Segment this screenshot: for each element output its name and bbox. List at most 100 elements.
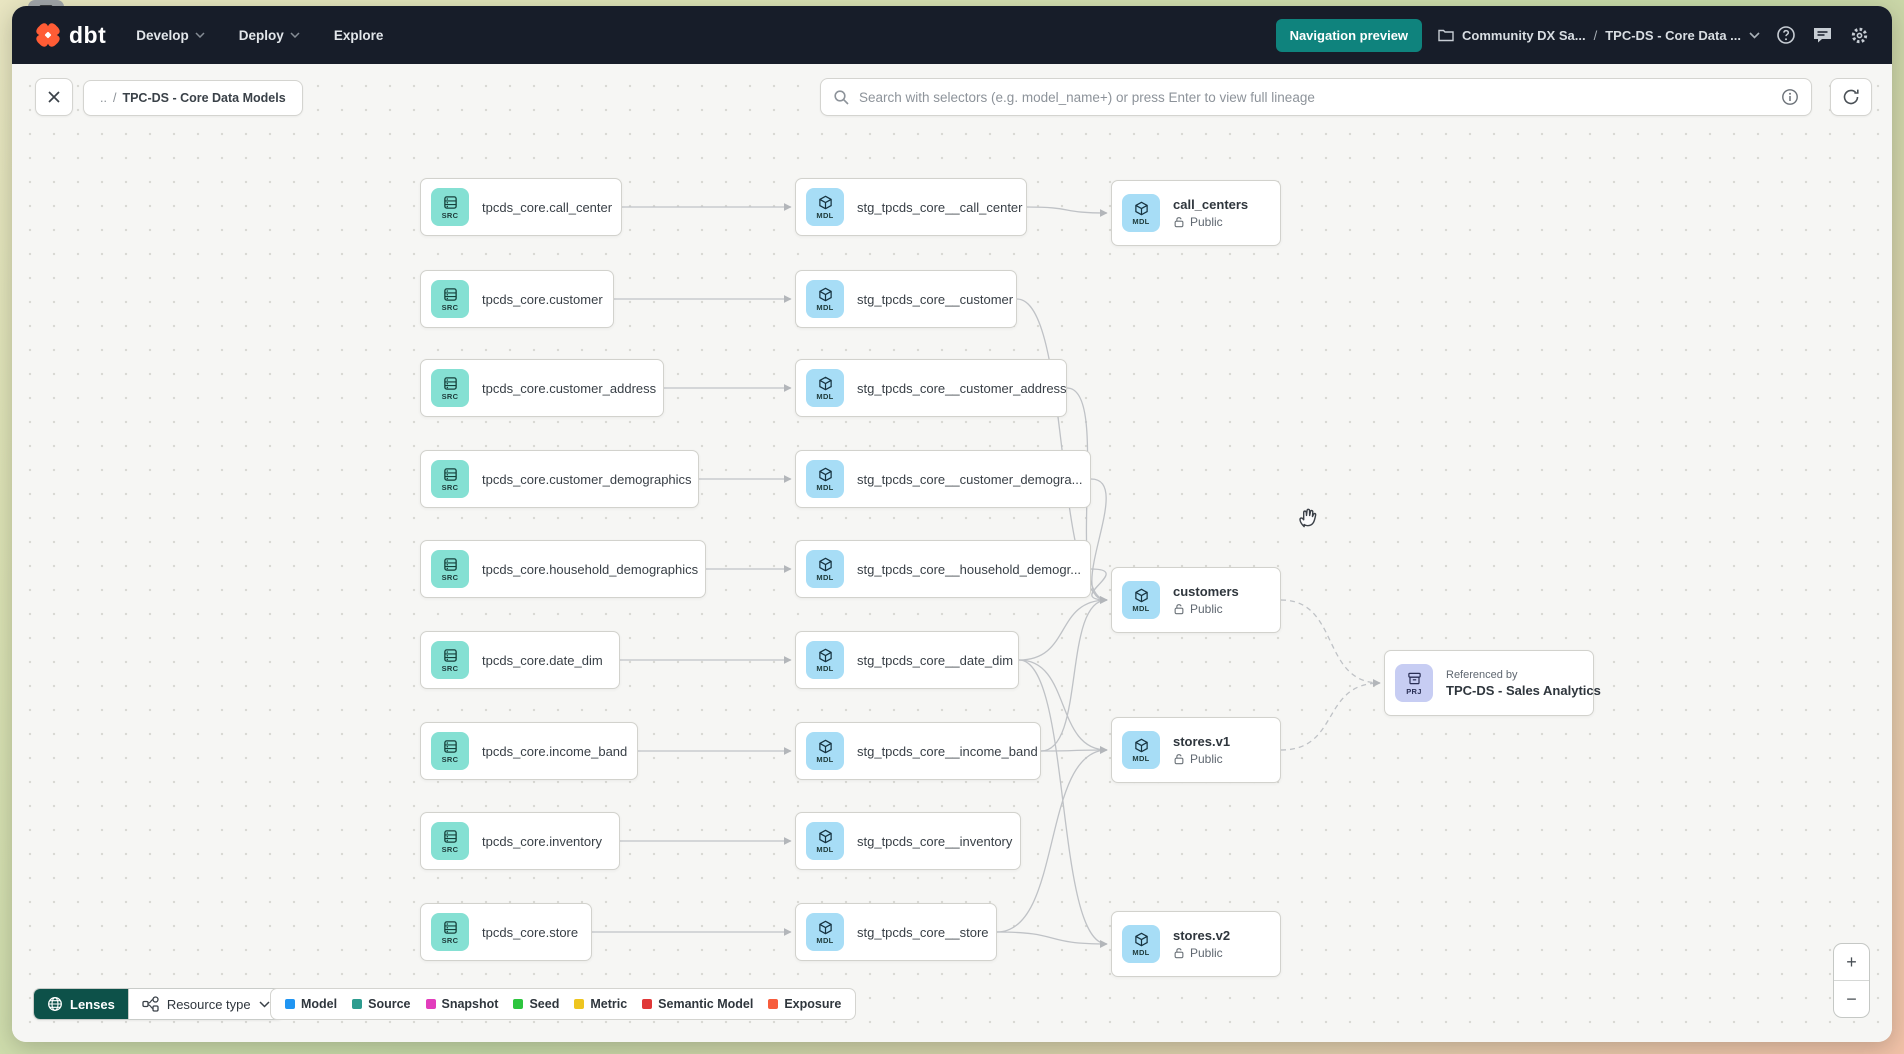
help-icon[interactable] [1776,25,1796,45]
lineage-node-stg-tpcds-core-customer-demogra...[interactable]: MDL stg_tpcds_core__customer_demogra... [795,450,1091,508]
database-icon [443,376,457,390]
node-label: tpcds_core.customer_demographics [482,471,692,487]
node-type-badge: MDL [1122,731,1160,769]
node-label: tpcds_core.store [482,924,579,940]
node-access-label: Public [1190,602,1223,616]
database-icon [443,195,457,209]
node-label: tpcds_core.date_dim [482,652,603,668]
node-text: stg_tpcds_core__date_dim [857,653,1013,668]
chevron-down-icon [1749,31,1760,39]
breadcrumb-project[interactable]: Community DX Sa... [1462,27,1586,43]
lineage-node-stg-tpcds-core-customer[interactable]: MDL stg_tpcds_core__customer [795,270,1017,328]
node-label: stores.v1 [1173,734,1231,749]
lineage-node-stg-tpcds-core-date-dim[interactable]: MDL stg_tpcds_core__date_dim [795,631,1019,689]
main-nav: Develop Deploy Explore [136,28,383,43]
node-badge-label: MDL [816,391,834,401]
chip-prefix[interactable]: .. [100,91,107,105]
node-type-badge: MDL [806,822,844,860]
app-window: dbt Develop Deploy Explore Navigation prev… [12,6,1892,1042]
node-label: stg_tpcds_core__customer_address [857,380,1067,396]
database-icon [443,739,457,753]
node-type-badge: SRC [431,460,469,498]
node-text: stg_tpcds_core__call_center [857,200,1023,215]
node-text: tpcds_core.customer [482,292,603,307]
node-text: stg_tpcds_core__customer [857,292,1013,307]
settings-gear-icon[interactable] [1849,25,1870,46]
node-text: tpcds_core.income_band [482,744,627,759]
lineage-node-stg-tpcds-core-customer-address[interactable]: MDL stg_tpcds_core__customer_address [795,359,1067,417]
nav-item-deploy[interactable]: Deploy [239,28,300,43]
lineage-node-tpcds-core.income-band[interactable]: SRC tpcds_core.income_band [420,722,638,780]
refresh-lineage-button[interactable] [1830,78,1872,116]
node-text: tpcds_core.call_center [482,200,612,215]
nav-item-explore[interactable]: Explore [334,28,384,43]
node-label: stg_tpcds_core__customer [857,291,1014,307]
lineage-node-tpcds-core.customer[interactable]: SRC tpcds_core.customer [420,270,614,328]
node-label: tpcds_core.call_center [482,199,613,215]
node-text: stg_tpcds_core__income_band [857,744,1038,759]
node-label: stg_tpcds_core__date_dim [857,652,1014,668]
lenses-button[interactable]: Lenses [34,989,128,1019]
navigation-preview-button[interactable]: Navigation preview [1275,18,1423,52]
legend-label: Model [301,997,338,1011]
node-type-badge: MDL [806,913,844,951]
zoom-out-button[interactable]: − [1846,988,1857,1009]
node-text: stg_tpcds_core__customer_demogra... [857,472,1082,487]
breadcrumb[interactable]: Community DX Sa... / TPC-DS - Core Data … [1438,28,1760,43]
node-type-badge: SRC [431,280,469,318]
node-badge-label: MDL [816,482,834,492]
feedback-icon[interactable] [1812,25,1833,45]
node-type-badge: MDL [806,550,844,588]
cube-icon [818,648,832,662]
dbt-logo[interactable]: dbt [34,21,106,49]
node-label: stg_tpcds_core__income_band [857,743,1038,759]
topbar-right: Navigation preview Community DX Sa... / … [1275,18,1870,52]
node-label: tpcds_core.household_demographics [482,561,699,577]
lineage-breadcrumb-chip[interactable]: .. / TPC-DS - Core Data Models [83,80,303,116]
close-lineage-button[interactable] [35,78,73,116]
node-type-badge: MDL [806,641,844,679]
node-type-badge: SRC [431,732,469,770]
node-type-badge: MDL [1122,925,1160,963]
node-badge-label: SRC [441,210,459,220]
zoom-in-button[interactable]: + [1834,944,1869,981]
info-icon[interactable] [1781,88,1799,106]
breadcrumb-environment[interactable]: TPC-DS - Core Data ... [1605,27,1741,43]
node-type-badge: MDL [806,280,844,318]
resource-type-icon [142,996,159,1012]
cube-icon [818,287,832,301]
lineage-node-tpcds-core.store[interactable]: SRC tpcds_core.store [420,903,592,961]
node-text: tpcds_core.customer_address [482,381,656,396]
lineage-node-tpcds-core.customer-demographics[interactable]: SRC tpcds_core.customer_demographics [420,450,699,508]
cube-icon [818,557,832,571]
dbt-logo-icon [36,23,60,47]
folder-icon [1438,29,1454,42]
nav-item-develop[interactable]: Develop [136,28,205,43]
lineage-node-tpcds-core.call-center[interactable]: SRC tpcds_core.call_center [420,178,622,236]
node-badge-label: SRC [441,935,459,945]
chevron-down-icon [195,32,205,38]
node-label: stores.v2 [1173,928,1231,943]
node-referenced-by-label: Referenced by [1446,668,1518,681]
resource-type-dropdown[interactable]: Resource type [127,989,283,1019]
node-badge-label: MDL [1132,753,1150,763]
search-input[interactable] [859,89,1772,105]
node-access-label: Public [1190,752,1223,766]
node-label: customers [1173,584,1239,599]
